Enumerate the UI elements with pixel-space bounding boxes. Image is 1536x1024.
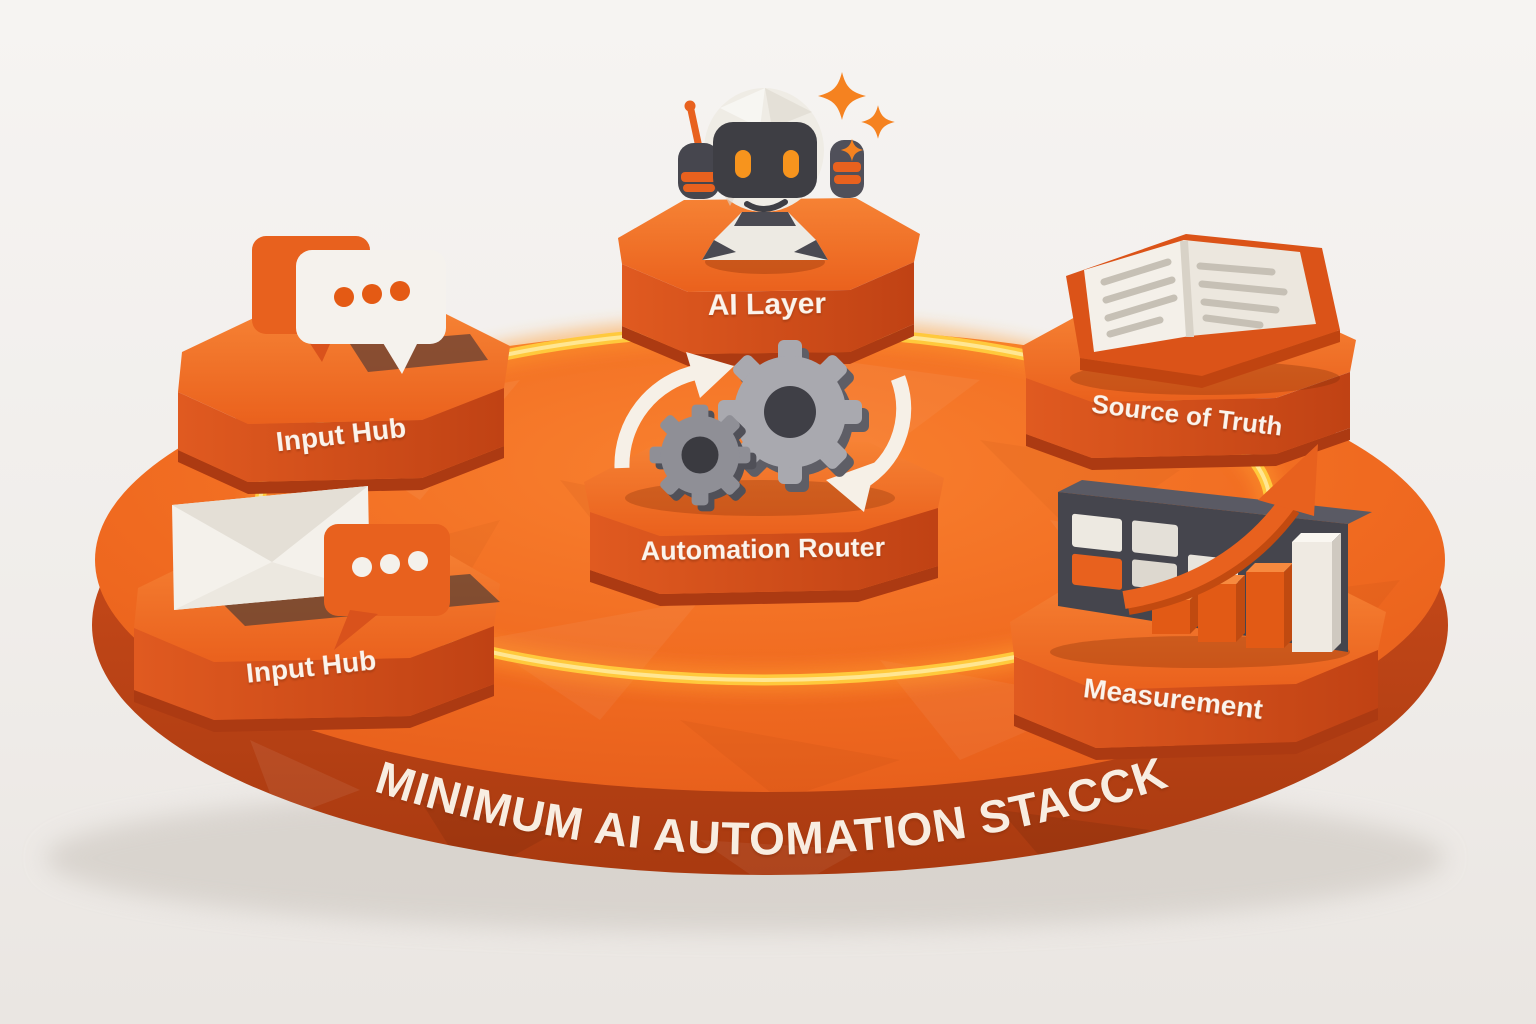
pedestal-lip [1026, 428, 1350, 470]
robot-torso [702, 212, 828, 260]
robot-smile [744, 199, 788, 212]
pedestal-front-face [590, 508, 938, 594]
pedestal-lip [1014, 708, 1378, 760]
gear-small-hole [681, 436, 719, 474]
robot-eye-right [783, 150, 799, 178]
envelope-flap [172, 486, 368, 562]
cycle-arrow-left [614, 364, 700, 469]
open-book-icon [1066, 234, 1340, 395]
pedestal-label: AI Layer [707, 287, 826, 322]
pedestal-front-face [1014, 650, 1378, 748]
envelope-chat-icon [172, 486, 500, 650]
robot-head-facet [765, 88, 812, 128]
book-cover-edge [1080, 330, 1340, 388]
gears-cycle-icon [614, 340, 912, 516]
robot-headphone-band [834, 175, 861, 184]
robot-icon [678, 72, 895, 274]
robot-head-facet [720, 88, 765, 128]
pedestal-label: Automation Router [640, 532, 885, 566]
book-page-left [1084, 240, 1190, 352]
pedestal-front-face [134, 626, 494, 720]
bar-chart-icon [1152, 533, 1341, 652]
pedestal-front-face [622, 262, 914, 354]
robot-visor [713, 122, 817, 198]
chat-dot [380, 554, 400, 574]
pedestal-front-face [1026, 372, 1350, 458]
gear-large-hole [764, 386, 816, 438]
chat-dot [334, 287, 354, 307]
book-spine [1180, 241, 1194, 337]
cycle-arrowhead-left [686, 352, 734, 398]
pedestal-input-hub-bottom: Input Hub [134, 486, 500, 732]
envelope-fold [174, 562, 370, 610]
pedestal-input-hub-top: Input Hub [178, 236, 510, 494]
pedestal-lip [134, 684, 494, 732]
pedestal-front-face [178, 388, 504, 482]
growth-arrowhead [1258, 444, 1318, 516]
chat-dot [408, 551, 428, 571]
robot-eye-left [735, 150, 751, 178]
pedestal-lip [590, 566, 938, 606]
robot-antenna-tip [684, 100, 696, 112]
pedestal-source-of-truth: Source of Truth [1022, 234, 1356, 470]
robot-collar [734, 212, 796, 226]
pedestal-automation-router: Automation Router [584, 340, 944, 606]
chat-bubble-tail [334, 610, 378, 650]
dashboard-growth-icon [1050, 444, 1372, 668]
pedestal-ai-layer: AI Layer [618, 72, 920, 366]
book-text-lines [1100, 258, 1288, 338]
robot-torso-accent [702, 240, 736, 260]
chat-dot [362, 284, 382, 304]
growth-arrow-icon [1122, 444, 1318, 615]
chat-bubble-front-tail [380, 334, 422, 374]
cycle-arrowhead-right [826, 462, 876, 512]
chat-dot [390, 281, 410, 301]
robot-headphone-band [833, 162, 861, 172]
robot-torso-accent [794, 240, 828, 260]
robot-headphone-band [681, 172, 717, 182]
pedestal-lip [178, 446, 504, 494]
robot-headphone-band [683, 184, 715, 192]
chat-bubbles-icon [252, 236, 488, 374]
chat-dot [352, 557, 372, 577]
cycle-arrows-icon [614, 352, 912, 512]
pedestal-measurement: Measurement [1010, 444, 1386, 760]
